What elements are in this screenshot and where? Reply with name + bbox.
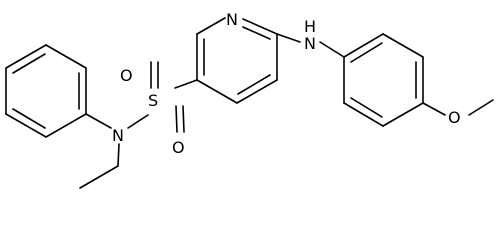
bond: [242, 26, 271, 40]
molecule-structure: N H N O S O O N: [5, 10, 494, 189]
bond: [45, 44, 87, 69]
bond: [196, 79, 238, 104]
sulfonyl-o-bottom-label: O: [172, 138, 185, 157]
bond: [343, 33, 384, 58]
phenyl-ring: [5, 44, 87, 138]
amine-n-label: N: [304, 34, 316, 53]
bond: [319, 41, 345, 58]
sulfonamide-n-label: N: [112, 126, 124, 145]
bond: [276, 33, 301, 43]
bond: [236, 79, 278, 104]
pyridine-n-label: N: [226, 10, 238, 29]
bond: [117, 143, 120, 167]
bond: [85, 113, 112, 129]
bond: [196, 17, 226, 35]
bond: [468, 99, 494, 116]
bond: [382, 33, 424, 58]
bond: [12, 108, 46, 129]
bond: [343, 102, 384, 127]
bond: [175, 105, 178, 133]
bond: [382, 102, 424, 127]
bond: [237, 74, 271, 95]
bond: [5, 44, 47, 69]
bond: [350, 42, 383, 63]
methoxyphenyl-ring: [343, 33, 424, 127]
bond: [5, 113, 47, 138]
bond: [79, 165, 119, 189]
amine-h-label: H: [304, 17, 316, 36]
bond: [45, 113, 87, 138]
bond: [174, 79, 198, 89]
sulfonyl-o-top-label: O: [120, 66, 133, 85]
bond: [127, 114, 149, 129]
sulfonyl-s-label: S: [148, 91, 158, 110]
bond: [12, 53, 46, 74]
bond: [242, 18, 278, 35]
bond: [182, 105, 185, 133]
bond: [350, 97, 383, 118]
bond: [422, 102, 446, 116]
methoxy-o-label: O: [448, 108, 461, 127]
pyridine-ring: [196, 17, 278, 104]
